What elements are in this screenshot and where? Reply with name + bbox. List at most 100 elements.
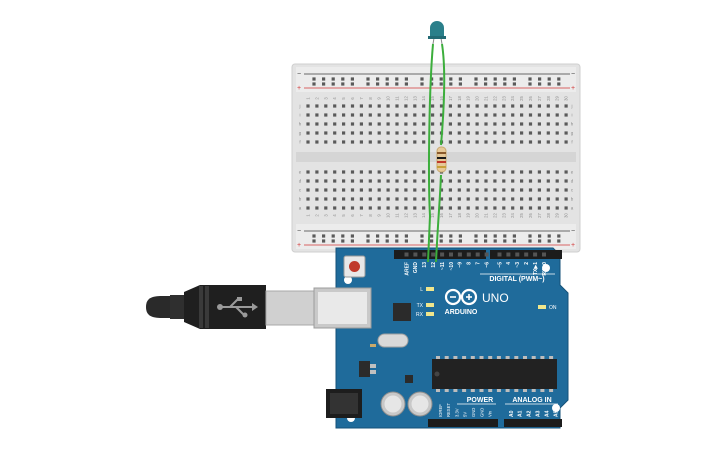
tie-point-hole[interactable] bbox=[439, 188, 444, 192]
tie-point-hole[interactable] bbox=[448, 197, 452, 201]
tie-point-hole[interactable] bbox=[342, 131, 346, 135]
tie-point-hole[interactable] bbox=[564, 104, 568, 108]
tie-point-hole[interactable] bbox=[475, 206, 479, 210]
tie-point-hole[interactable] bbox=[386, 140, 390, 144]
tie-point-hole[interactable] bbox=[475, 104, 479, 108]
tie-point-hole[interactable] bbox=[404, 140, 408, 144]
tie-point-hole[interactable] bbox=[546, 131, 550, 135]
tie-point-hole[interactable] bbox=[395, 188, 399, 192]
rail-hole[interactable] bbox=[395, 239, 399, 243]
rail-hole[interactable] bbox=[420, 77, 424, 81]
tie-point-hole[interactable] bbox=[564, 140, 568, 144]
tie-point-hole[interactable] bbox=[537, 197, 541, 201]
tie-point-hole[interactable] bbox=[439, 104, 444, 108]
tie-point-hole[interactable] bbox=[386, 104, 390, 108]
tie-point-hole[interactable] bbox=[493, 206, 497, 210]
tie-point-hole[interactable] bbox=[368, 122, 372, 126]
tie-point-hole[interactable] bbox=[333, 122, 337, 126]
rail-hole[interactable] bbox=[322, 77, 326, 81]
rail-hole[interactable] bbox=[458, 82, 462, 86]
rail-hole[interactable] bbox=[547, 77, 551, 81]
rail-hole[interactable] bbox=[547, 239, 551, 243]
tie-point-hole[interactable] bbox=[511, 140, 515, 144]
tie-point-hole[interactable] bbox=[448, 104, 452, 108]
tie-point-hole[interactable] bbox=[546, 113, 550, 117]
rail-hole[interactable] bbox=[458, 234, 462, 238]
tie-point-hole[interactable] bbox=[564, 131, 568, 135]
tie-point-hole[interactable] bbox=[546, 179, 550, 183]
tie-point-hole[interactable] bbox=[359, 122, 363, 126]
tie-point-hole[interactable] bbox=[306, 122, 310, 126]
tie-point-hole[interactable] bbox=[493, 113, 497, 117]
tie-point-hole[interactable] bbox=[484, 131, 488, 135]
tie-point-hole[interactable] bbox=[511, 170, 515, 174]
rail-hole[interactable] bbox=[484, 239, 488, 243]
rail-hole[interactable] bbox=[528, 239, 532, 243]
tie-point-hole[interactable] bbox=[466, 188, 470, 192]
rail-hole[interactable] bbox=[404, 77, 408, 81]
tie-point-hole[interactable] bbox=[555, 170, 559, 174]
digital-pin-socket[interactable] bbox=[533, 252, 538, 257]
tie-point-hole[interactable] bbox=[368, 140, 372, 144]
tie-point-hole[interactable] bbox=[439, 197, 444, 201]
tie-point-hole[interactable] bbox=[520, 122, 524, 126]
tie-point-hole[interactable] bbox=[359, 170, 363, 174]
tie-point-hole[interactable] bbox=[377, 197, 381, 201]
tie-point-hole[interactable] bbox=[528, 113, 533, 117]
tie-point-hole[interactable] bbox=[466, 104, 470, 108]
rail-hole[interactable] bbox=[449, 239, 453, 243]
tie-point-hole[interactable] bbox=[511, 197, 515, 201]
tie-point-hole[interactable] bbox=[386, 113, 390, 117]
tie-point-hole[interactable] bbox=[386, 188, 390, 192]
rail-hole[interactable] bbox=[331, 239, 335, 243]
rail-hole[interactable] bbox=[512, 82, 516, 86]
tie-point-hole[interactable] bbox=[493, 131, 497, 135]
rail-hole[interactable] bbox=[366, 77, 370, 81]
tie-point-hole[interactable] bbox=[528, 131, 533, 135]
tie-point-hole[interactable] bbox=[493, 188, 497, 192]
tie-point-hole[interactable] bbox=[528, 197, 533, 201]
tie-point-hole[interactable] bbox=[368, 188, 372, 192]
rail-hole[interactable] bbox=[503, 234, 507, 238]
rail-hole[interactable] bbox=[512, 234, 516, 238]
tie-point-hole[interactable] bbox=[333, 131, 337, 135]
rail-hole[interactable] bbox=[484, 234, 488, 238]
tie-point-hole[interactable] bbox=[333, 113, 337, 117]
tie-point-hole[interactable] bbox=[386, 131, 390, 135]
tie-point-hole[interactable] bbox=[359, 113, 363, 117]
tie-point-hole[interactable] bbox=[511, 179, 515, 183]
tie-point-hole[interactable] bbox=[511, 122, 515, 126]
rail-hole[interactable] bbox=[547, 234, 551, 238]
rail-hole[interactable] bbox=[376, 77, 380, 81]
tie-point-hole[interactable] bbox=[422, 197, 426, 201]
tie-point-hole[interactable] bbox=[475, 179, 479, 183]
tie-point-hole[interactable] bbox=[537, 206, 541, 210]
tie-point-hole[interactable] bbox=[448, 170, 452, 174]
tie-point-hole[interactable] bbox=[395, 170, 399, 174]
tie-point-hole[interactable] bbox=[368, 131, 372, 135]
tie-point-hole[interactable] bbox=[368, 113, 372, 117]
tie-point-hole[interactable] bbox=[324, 188, 328, 192]
tie-point-hole[interactable] bbox=[386, 197, 390, 201]
tie-point-hole[interactable] bbox=[493, 122, 497, 126]
tie-point-hole[interactable] bbox=[493, 197, 497, 201]
tie-point-hole[interactable] bbox=[484, 104, 488, 108]
tie-point-hole[interactable] bbox=[528, 206, 533, 210]
tie-point-hole[interactable] bbox=[493, 104, 497, 108]
tie-point-hole[interactable] bbox=[511, 188, 515, 192]
tie-point-hole[interactable] bbox=[395, 197, 399, 201]
tie-point-hole[interactable] bbox=[395, 122, 399, 126]
tie-point-hole[interactable] bbox=[457, 113, 461, 117]
tie-point-hole[interactable] bbox=[457, 170, 461, 174]
tie-point-hole[interactable] bbox=[457, 104, 461, 108]
rail-hole[interactable] bbox=[385, 82, 389, 86]
tie-point-hole[interactable] bbox=[439, 206, 444, 210]
tie-point-hole[interactable] bbox=[555, 197, 559, 201]
tie-point-hole[interactable] bbox=[475, 140, 479, 144]
rail-hole[interactable] bbox=[493, 234, 497, 238]
rail-hole[interactable] bbox=[439, 82, 443, 86]
tie-point-hole[interactable] bbox=[448, 140, 452, 144]
rail-hole[interactable] bbox=[474, 239, 478, 243]
tie-point-hole[interactable] bbox=[537, 122, 541, 126]
tie-point-hole[interactable] bbox=[324, 104, 328, 108]
